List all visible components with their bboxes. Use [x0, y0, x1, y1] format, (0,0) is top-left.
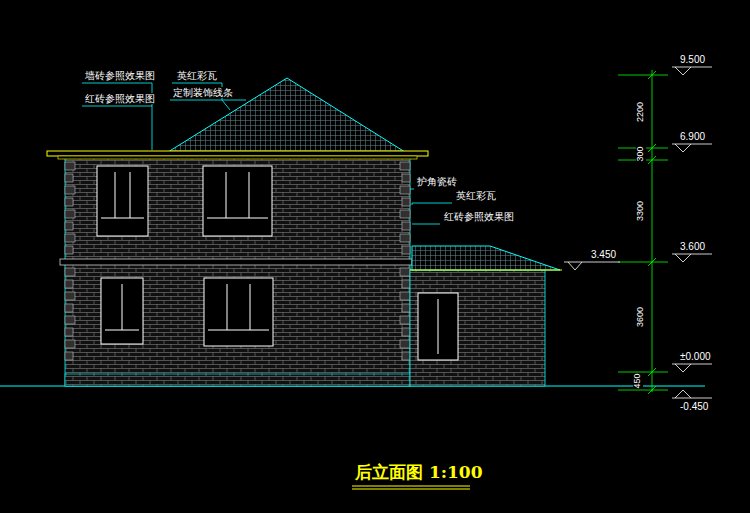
annotation-text: 红砖参照效果图 — [443, 211, 515, 222]
floor-band — [60, 259, 412, 265]
cornice — [47, 151, 428, 156]
dimension-chain — [618, 70, 668, 394]
corner-quoins — [65, 162, 410, 360]
dimension-text: 3600 — [636, 307, 646, 327]
leader-lines — [82, 83, 452, 224]
cornice-lower — [58, 156, 417, 159]
plinth — [65, 374, 410, 386]
level-text: 9.500 — [679, 54, 706, 65]
level-text: ±0.000 — [679, 351, 712, 362]
windows — [97, 166, 458, 360]
annotation-text: 定制装饰线条 — [172, 87, 234, 98]
annotation-text: 墙砖参照效果图 — [84, 70, 156, 81]
dimension-text: 3300 — [636, 201, 646, 221]
annotation-text: 红砖参照效果图 — [84, 93, 156, 104]
level-text: -0.450 — [679, 401, 709, 412]
level-text: 3.450 — [590, 249, 617, 260]
dimension-text: 450 — [633, 373, 643, 388]
annex-wall — [410, 270, 545, 386]
annex-eave — [410, 270, 562, 271]
dimension-text: 2200 — [636, 102, 646, 122]
level-text: 6.900 — [679, 131, 706, 142]
annotation-text: 护角瓷砖 — [416, 176, 458, 187]
drawing-title: 后立面图 1:100 — [355, 462, 483, 482]
level-markers — [564, 67, 712, 398]
annex-roof — [412, 246, 560, 270]
level-text: 3.600 — [679, 241, 706, 252]
dimension-text: 300 — [636, 146, 646, 161]
main-roof — [168, 78, 405, 152]
annotation-text: 英红彩瓦 — [455, 190, 497, 201]
main-wall — [65, 158, 410, 386]
annotation-text: 英红彩瓦 — [176, 70, 218, 81]
title-underline — [352, 486, 470, 489]
